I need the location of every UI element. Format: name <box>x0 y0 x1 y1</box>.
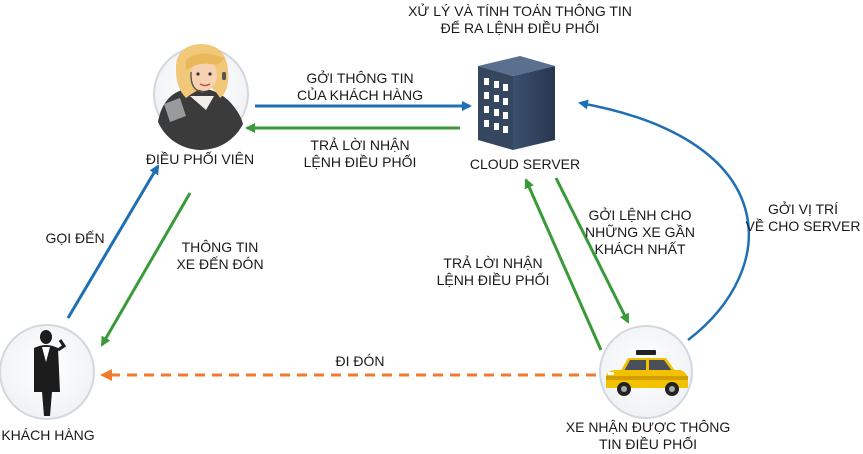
pickup-info-label: THÔNG TIN XE ĐẾN ĐÓN <box>176 239 264 272</box>
call-label: GỌI ĐẾN <box>45 230 105 246</box>
customer-node <box>0 324 95 420</box>
arrow-send-location <box>578 99 751 341</box>
cloud-server-node <box>478 56 555 150</box>
pickup-label: ĐI ĐÓN <box>335 353 385 369</box>
arrow-call <box>66 164 160 319</box>
server-note-label: XỬ LÝ VÀ TÍNH TOÁN THÔNG TIN ĐỂ RA LỆNH … <box>408 3 632 36</box>
arrow-pickup-info <box>100 192 192 347</box>
reply-dispatch-top-label: TRẢ LỜI NHẬN LỆNH ĐIỀU PHỐI <box>303 137 417 170</box>
reply-dispatch-right-label: TRẢ LỜI NHẬN LỆNH ĐIỀU PHỐI <box>436 255 550 288</box>
send-location-label: GỞI VỊ TRÍ VỀ CHO SERVER <box>745 201 861 234</box>
dispatcher-avatar-icon <box>158 44 243 150</box>
taxi-node <box>599 325 693 419</box>
send-order-label: GỞI LỆNH CHO NHỮNG XE GẦN KHÁCH NHẤT <box>585 207 695 257</box>
taxi-label: XE NHẬN ĐƯỢC THÔNG TIN ĐIỀU PHỐI <box>565 419 731 452</box>
customer-label: KHÁCH HÀNG <box>1 427 95 443</box>
send-info-label: GỞI THÔNG TIN CỦA KHÁCH HÀNG <box>296 70 424 103</box>
arrow-reply-dispatch-right <box>524 178 603 351</box>
businessman-icon <box>34 330 67 416</box>
dispatcher-label: ĐIỀU PHỐI VIÊN <box>145 151 255 167</box>
server-label: CLOUD SERVER <box>469 156 581 172</box>
dispatcher-node <box>153 44 249 150</box>
arrow-send-order <box>554 177 630 324</box>
server-building-icon <box>478 56 555 150</box>
taxi-icon <box>606 350 688 396</box>
